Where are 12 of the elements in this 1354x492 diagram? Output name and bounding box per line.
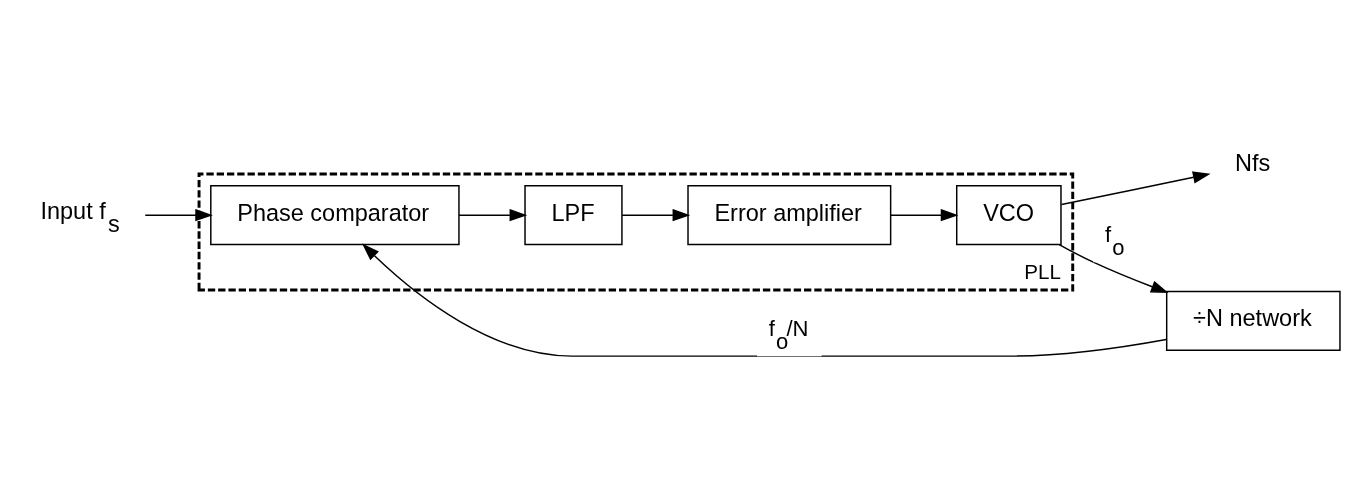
node-text: Nfs: [1234, 149, 1271, 176]
node-box: Phase comparator: [210, 185, 460, 246]
node-box: LPF: [524, 185, 623, 246]
arrow: [621, 209, 691, 222]
arrow: [458, 209, 528, 222]
arrow: [144, 209, 213, 222]
arrow: [1060, 171, 1211, 206]
node-box: Error amplifier: [687, 185, 892, 246]
arrow: [1058, 243, 1169, 293]
node-box: ÷N network: [1165, 290, 1341, 351]
node-box: VCO: [956, 185, 1062, 246]
arrow: [890, 209, 959, 222]
